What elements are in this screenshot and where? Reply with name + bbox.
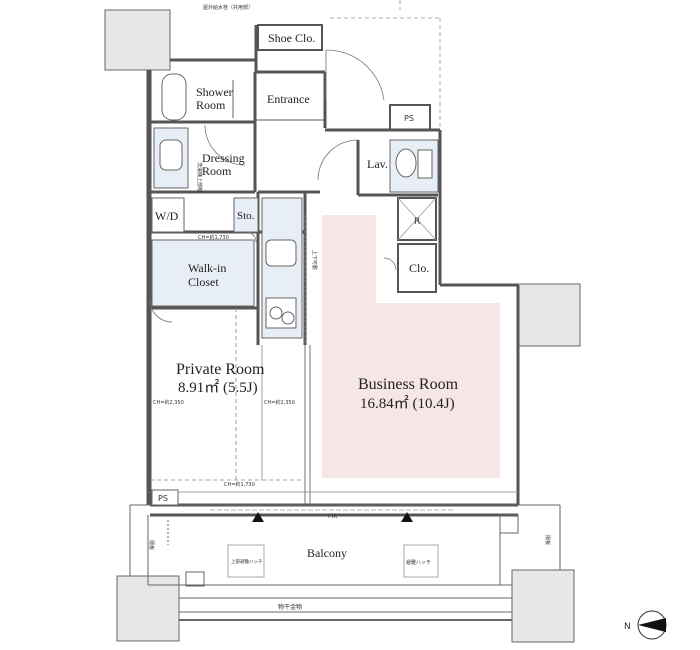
outline-dashed — [330, 0, 441, 130]
dressing-room-label-2: Room — [202, 164, 232, 178]
washer-dryer-label: W/D — [155, 209, 179, 223]
shower-room-label-2: Room — [196, 98, 226, 112]
private-room-name: Private Room — [176, 361, 265, 378]
window-markers — [252, 512, 413, 522]
balcony-label: Balcony — [307, 546, 347, 560]
dressing-room-label-1: Dressing — [202, 151, 245, 165]
balcony-wall-right-label: 隔板 — [544, 535, 551, 545]
business-room-area: 16.84㎡ (10.4J) — [360, 395, 455, 412]
column-right — [517, 283, 581, 347]
entrance-label: Entrance — [267, 92, 310, 106]
interior-lines — [150, 308, 518, 493]
pipe-space-bottom-box — [151, 489, 179, 506]
ceiling-height-label-3: CH=約2,350 — [264, 399, 295, 406]
compass-icon: N — [624, 610, 667, 640]
movable-partition — [304, 215, 311, 505]
ceiling-height-label-1: CH=約1,730 — [198, 234, 229, 241]
walk-in-closet-label-1: Walk-in — [188, 261, 226, 275]
column-bottom-right — [511, 569, 575, 643]
ceiling-height-label-2: CH=約2,350 — [153, 399, 184, 406]
business-room-name: Business Room — [358, 376, 459, 393]
balcony — [129, 504, 561, 621]
refrigerator-cross — [397, 197, 437, 241]
partition-note-label: 上下可動 — [311, 250, 318, 270]
column-top-left — [104, 9, 171, 71]
business-room-area — [322, 215, 500, 478]
walk-in-closet-area — [151, 239, 255, 307]
shelf-note-label: 洗濯機上部棚 — [196, 162, 203, 192]
top-note-label: 屋外給水栓（共用部） — [203, 4, 253, 11]
clothes-pole-label: 物干金物 — [278, 603, 302, 611]
toilet — [389, 139, 439, 193]
washer-dryer-box — [151, 197, 185, 233]
bathtub — [161, 73, 234, 121]
upper-hatch-label: 上部避難ハッチ — [231, 558, 263, 565]
vanity — [153, 127, 189, 189]
column-bottom-left — [116, 575, 180, 642]
pipe-space-bottom-label: PS — [158, 494, 168, 503]
shoe-closet-label: Shoe Clo. — [268, 31, 315, 45]
walk-in-closet-label-2: Closet — [188, 275, 219, 289]
pipe-space-top-label: PS — [404, 114, 414, 123]
refrigerator-label: R — [414, 217, 420, 227]
storage-label: Sto. — [237, 210, 255, 222]
fix-window-label: FIX — [328, 513, 337, 520]
private-room-area: 8.91㎡ (5.5J) — [178, 379, 258, 396]
kitchenette — [261, 197, 303, 339]
lavatory-label: Lav. — [367, 157, 388, 171]
compass-north-label: N — [624, 622, 631, 632]
balcony-wall-left-label: 隔板 — [148, 540, 155, 550]
closet-label: Clo. — [409, 261, 429, 275]
storage-box — [233, 197, 259, 233]
evacuation-hatch-label: 避難ハッチ — [406, 559, 431, 566]
ceiling-height-label-4: CH=約1,730 — [224, 481, 255, 488]
shower-room-label-1: Shower — [196, 85, 233, 99]
door-swings — [149, 49, 397, 323]
